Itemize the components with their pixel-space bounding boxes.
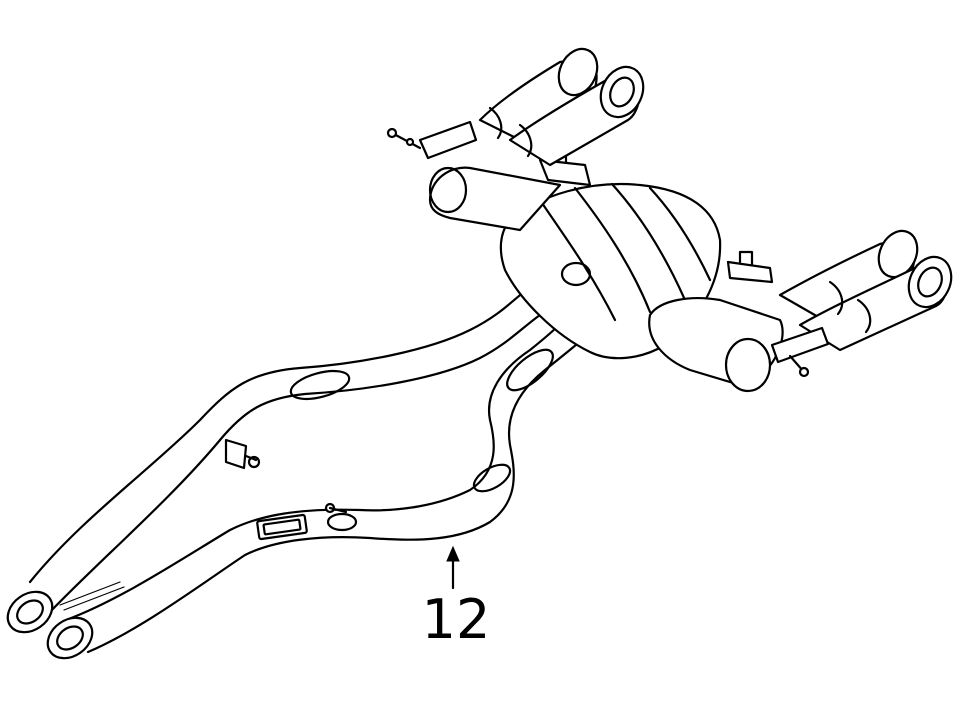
- clamp-bracket: [324, 502, 358, 532]
- oxygen-sensor-bung-inner: [262, 518, 302, 536]
- muffler-crossover-tube-right-end: [724, 337, 772, 393]
- tailpipe-right-inner-tip: [907, 255, 953, 309]
- tailpipe-clamp: [828, 280, 844, 316]
- tailpipe-left-inner-tip: [599, 65, 645, 119]
- tailpipe-clamp: [518, 123, 533, 158]
- muffler-inlet-port: [560, 261, 592, 287]
- front-pipe-lower-branch: [64, 310, 572, 622]
- tailpipe-right-inner-tip-bore: [917, 266, 943, 298]
- tailpipe-pair-right: [770, 229, 953, 378]
- muffler-crossover-tube-left-end: [428, 166, 468, 214]
- callout-label: 12: [422, 588, 491, 651]
- tailpipe-right-outer-tip: [877, 229, 919, 279]
- hanger-bracket: [224, 438, 261, 470]
- hanger-bolt-right: [770, 326, 830, 378]
- front-pipe-inlet-upper-inner: [16, 599, 44, 625]
- pipe-bend-highlight: [506, 348, 554, 392]
- tailpipe-left-outer-tip: [557, 47, 599, 97]
- callout-12: 12: [422, 545, 491, 651]
- front-pipe-upper-branch-inner: [48, 304, 557, 614]
- muffler-rib: [573, 186, 652, 314]
- tailpipe-clamp: [856, 298, 872, 334]
- tailpipe-clamp: [488, 106, 503, 140]
- front-pipe-inlet-lower-inner: [56, 625, 84, 651]
- pipe-seam: [63, 586, 125, 611]
- tailpipe-left-inner-tip-bore: [609, 76, 635, 108]
- pipe-bend-highlight: [289, 369, 351, 401]
- front-pipe-upper-branch: [28, 280, 542, 584]
- callout-arrowhead: [446, 545, 460, 562]
- muffler-rib: [610, 182, 687, 302]
- muffler-rib: [538, 198, 617, 322]
- pipe-bend-highlight: [472, 463, 512, 493]
- pipe-seam: [59, 581, 121, 606]
- muffler-mount-bracket: [726, 250, 774, 284]
- front-pipe-assembly: [6, 280, 594, 660]
- front-pipe-lower-branch-inner: [86, 328, 594, 654]
- muffler-crossover-tube-left: [428, 166, 562, 232]
- hanger-bolt-left: [386, 120, 478, 160]
- tailpipe-pair-left: [386, 47, 645, 167]
- rear-muffler: [428, 146, 784, 393]
- muffler-rib: [648, 186, 712, 282]
